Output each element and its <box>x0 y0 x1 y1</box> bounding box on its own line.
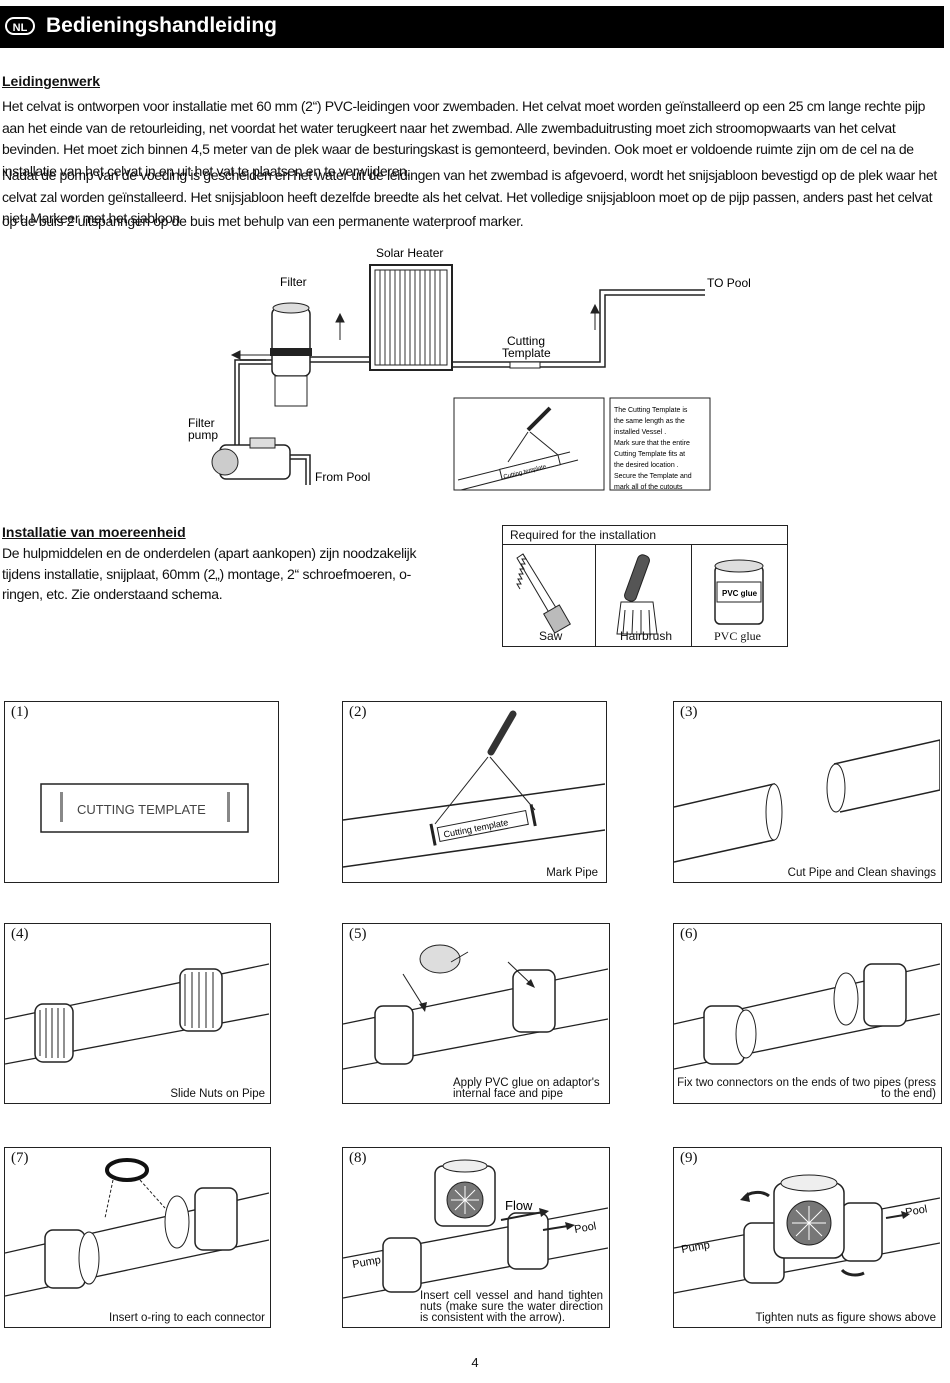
step-caption: Insert o-ring to each connector <box>109 1312 265 1324</box>
filter-label: Filter <box>280 275 307 289</box>
step-4-box: (4) Slide Nuts on Pipe <box>4 923 271 1104</box>
o-ring-icon <box>105 1158 149 1182</box>
tool-pvc-glue-label: PVC glue <box>714 629 762 643</box>
step-caption: Fix two connectors on the ends of two pi… <box>677 1077 936 1100</box>
language-badge: NL <box>5 17 35 35</box>
tool-saw-label: Saw <box>539 629 563 643</box>
marker-icon <box>487 710 517 756</box>
cell-vessel-icon <box>773 1174 845 1259</box>
solar-heater-label: Solar Heater <box>376 246 443 260</box>
svg-text:mark all of the cutouts: mark all of the cutouts <box>614 484 683 491</box>
svg-text:Secure the Template and: Secure the Template and <box>614 473 692 480</box>
pump-label: Pump <box>351 1254 381 1271</box>
step-number: (8) <box>349 1150 367 1166</box>
svg-text:the desired location .: the desired location . <box>614 462 679 469</box>
step-9-box: (9) Pump Pool Tighten nuts as figure sho… <box>673 1147 942 1328</box>
step-caption: Tighten nuts as figure shows above <box>755 1312 937 1324</box>
adaptor-icon <box>419 944 461 974</box>
hairbrush-icon <box>616 554 658 635</box>
step-number: (1) <box>11 704 29 720</box>
inset-pipe-marking: Cutting template <box>453 397 605 491</box>
step-caption: Insert cell vessel and hand tighten nuts… <box>420 1290 603 1324</box>
step-3-box: (3) Cut Pipe and Clean shavings <box>673 701 942 883</box>
section-title-nut-assembly: Installatie van moereenheid <box>2 524 186 540</box>
flow-label: Flow <box>505 1198 533 1213</box>
filter-pump-label-2: pump <box>188 428 218 442</box>
step-caption: Cut Pipe and Clean shavings <box>787 867 936 879</box>
pump-label: Pump <box>680 1239 710 1256</box>
section-title-piping: Leidingenwerk <box>2 73 101 89</box>
pump-icon <box>211 437 291 480</box>
tool-hairbrush-label: Hairbrush <box>620 629 673 643</box>
paragraph-intro: Het celvat is ontworpen voor installatie… <box>2 98 926 179</box>
step-number: (6) <box>680 926 698 942</box>
nut-icon <box>34 1003 74 1063</box>
step-7-box: (7) Insert o-ring to each connector <box>4 1147 271 1328</box>
page-title: Bedieningshandleiding <box>46 14 278 37</box>
pvc-glue-can-icon: PVC glue <box>714 559 764 625</box>
svg-text:PVC glue: PVC glue <box>722 589 758 598</box>
template-text: CUTTING TEMPLATE <box>77 802 206 817</box>
to-pool-label: TO Pool <box>707 276 751 290</box>
step-caption: Apply PVC glue on adaptor's internal fac… <box>453 1077 600 1100</box>
step-caption: Slide Nuts on Pipe <box>170 1088 265 1100</box>
step-number: (7) <box>11 1150 29 1166</box>
filter-icon <box>270 302 312 407</box>
pool-label: Pool <box>573 1220 597 1236</box>
tools-box: Required for the installation PVC glue S… <box>502 525 788 647</box>
step-5-box: (5) Apply PVC glue on adaptor's internal… <box>342 923 610 1104</box>
cutting-template-label-2: Template <box>502 346 551 360</box>
paragraph-template: Nadat de pomp van de voeding is gescheid… <box>2 167 937 226</box>
cutting-template-marker <box>509 361 541 369</box>
step-6-box: (6) Fix two connectors on the ends of tw… <box>673 923 942 1104</box>
svg-text:Cutting Template fits at: Cutting Template fits at <box>614 451 685 458</box>
tools-title: Required for the installation <box>510 528 657 542</box>
template-note: The Cutting Template is the same length … <box>609 397 711 491</box>
tools-illustration: PVC glue <box>516 553 764 635</box>
step-1-box: (1) CUTTING TEMPLATE <box>4 701 279 883</box>
step-number: (5) <box>349 926 367 942</box>
saw-icon <box>516 553 571 634</box>
page-header: NL Bedieningshandleiding <box>0 6 944 48</box>
step-number: (2) <box>349 704 367 720</box>
svg-text:The Cutting Template is: The Cutting Template is <box>614 407 688 414</box>
step-number: (9) <box>680 1150 698 1166</box>
solar-heater-icon <box>369 264 453 371</box>
page-number: 4 <box>471 1355 479 1370</box>
svg-text:installed Vessel .: installed Vessel . <box>614 429 666 436</box>
rotate-arrow-icon <box>840 1268 865 1277</box>
svg-text:Mark sure that the entire: Mark sure that the entire <box>614 440 690 447</box>
paragraph-tools: De hulpmiddelen en de onderdelen (apart … <box>2 545 417 602</box>
cutting-template-label-1: Cutting <box>507 334 545 348</box>
filter-pump-label-1: Filter <box>188 416 215 430</box>
plumbing-diagram: Solar Heater Filter TO Pool Cutting Temp… <box>188 246 751 491</box>
paragraph-marker: op de buis 2 uitsparingen op de buis met… <box>2 213 524 229</box>
cell-vessel-icon <box>434 1159 496 1227</box>
step-number: (4) <box>11 926 29 942</box>
step-caption: Mark Pipe <box>546 867 598 879</box>
nut-icon <box>179 968 223 1032</box>
pool-label: Pool <box>904 1203 928 1219</box>
step-2-box: (2) Cutting template Mark Pipe <box>342 701 607 883</box>
step-8-box: (8) Flow Pump Pool Insert cell vessel an… <box>342 1147 610 1328</box>
step-number: (3) <box>680 704 698 720</box>
from-pool-label: From Pool <box>315 470 370 484</box>
svg-text:the same length as the: the same length as the <box>614 418 685 425</box>
